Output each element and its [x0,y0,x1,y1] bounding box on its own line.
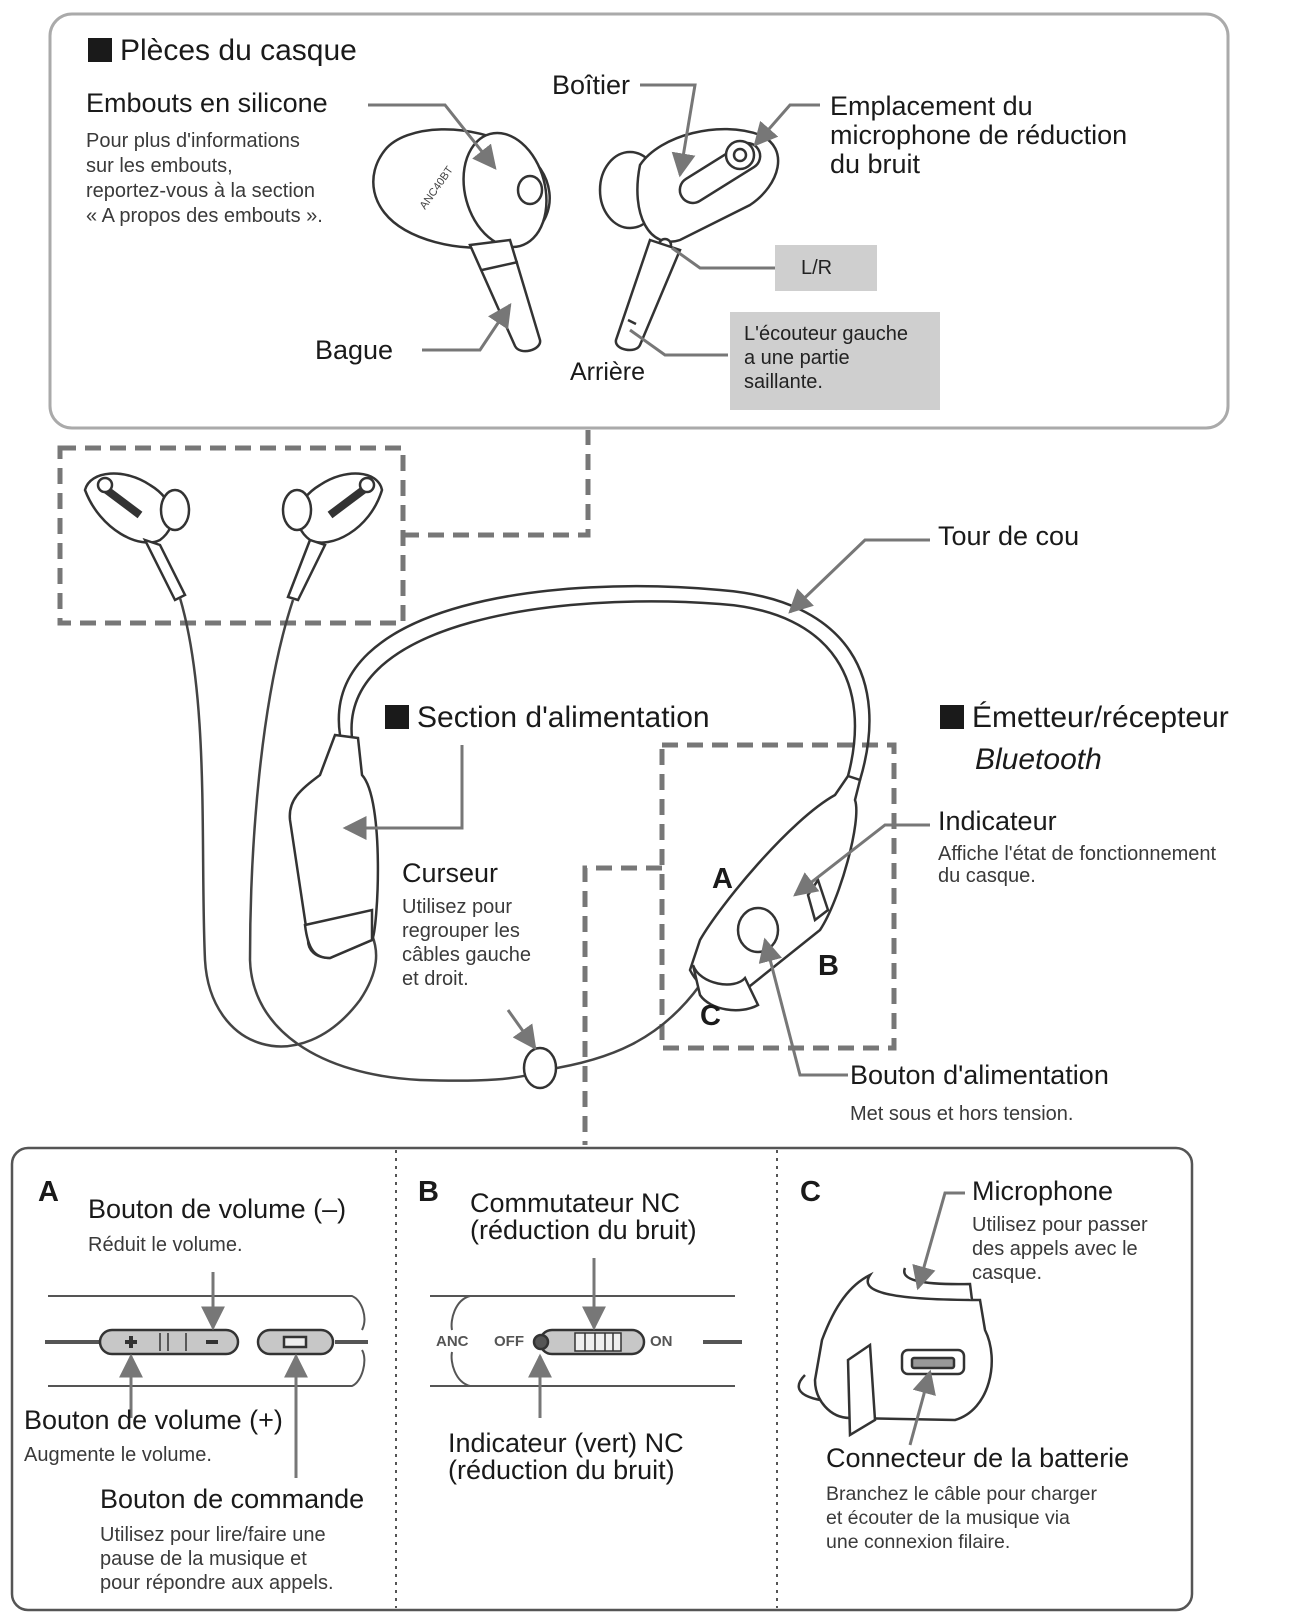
switch-on-text: ON [650,1333,673,1350]
ear-tips-desc: Pour plus d'informations sur les embouts… [86,130,323,227]
housing-label: Boîtier [552,70,631,100]
battery-connector-label: Connecteur de la batterie [826,1443,1130,1473]
small-earbuds-drawing [83,472,384,602]
volume-plus-label: Bouton de volume (+) [24,1405,283,1435]
microphone-desc: Utilisez pour passer des appels avec le … [972,1214,1148,1284]
ear-tips-label: Embouts en silicone [86,88,328,118]
switch-off-text: OFF [494,1333,524,1350]
control-a-drawing [45,1295,368,1387]
control-c-drawing [797,1267,993,1438]
section-square-icon [385,705,409,729]
volume-minus-label: Bouton de volume (–) [88,1194,347,1224]
neckband-label: Tour de cou [938,521,1080,551]
section-square-icon [940,705,964,729]
panel-b-letter: B [418,1176,439,1208]
section-square-icon [88,38,112,62]
panel-a-letter: A [38,1176,59,1208]
neckband-drawing [337,584,871,781]
bt-section-subtitle: Bluetooth [975,743,1102,776]
power-button-desc: Met sous et hors tension. [850,1103,1074,1125]
power-button-label: Bouton d'alimentation [850,1060,1109,1090]
parts-section-title: Plèces du casque [88,33,357,69]
panel-c-letter: C [800,1176,821,1208]
battery-connector-desc: Branchez le câble pour charger et écoute… [826,1483,1097,1553]
letter-b-marker: B [818,950,839,982]
letter-c-marker: C [700,1000,721,1032]
nc-indicator-label: Indicateur (vert) NC (réduction du bruit… [448,1428,684,1485]
ring-label: Bague [315,335,394,365]
parts-panel-frame [48,12,1230,430]
indicator-label: Indicateur [938,806,1057,836]
mic-location-label: Emplacement du microphone de réduction d… [830,91,1128,179]
indicator-desc: Affiche l'état de fonctionnement du casq… [938,843,1217,887]
slider-drawing [522,1046,558,1090]
control-button-label: Bouton de commande [100,1484,365,1514]
switch-anc-text: ANC [436,1333,469,1350]
control-b-drawing [430,1295,742,1387]
nc-switch-label: Commutateur NC (réduction du bruit) [470,1188,697,1245]
microphone-label: Microphone [972,1176,1114,1206]
volume-minus-desc: Réduit le volume. [88,1234,243,1256]
slider-desc: Utilisez pour regrouper les câbles gauch… [402,896,531,990]
nc-switch-drawing [532,1328,646,1356]
bt-section-title: Émetteur/récepteur [940,700,1229,736]
volume-plus-desc: Augmente le volume. [24,1444,212,1466]
power-section-title: Section d'alimentation [385,700,710,736]
back-label: Arrière [570,358,646,386]
letter-a-marker: A [712,863,733,895]
control-button-desc: Utilisez pour lire/faire une pause de la… [100,1524,334,1594]
lr-mark-label: L/R [775,245,877,291]
controls-panel-frame [10,1146,1194,1612]
left-earbud-drawing [372,128,551,353]
left-note-label: L'écouteur gauche a une partie saillante… [730,312,940,410]
slider-label: Curseur [402,858,499,888]
volume-rocker-drawing [98,1328,335,1356]
power-section-drawing [288,733,380,960]
